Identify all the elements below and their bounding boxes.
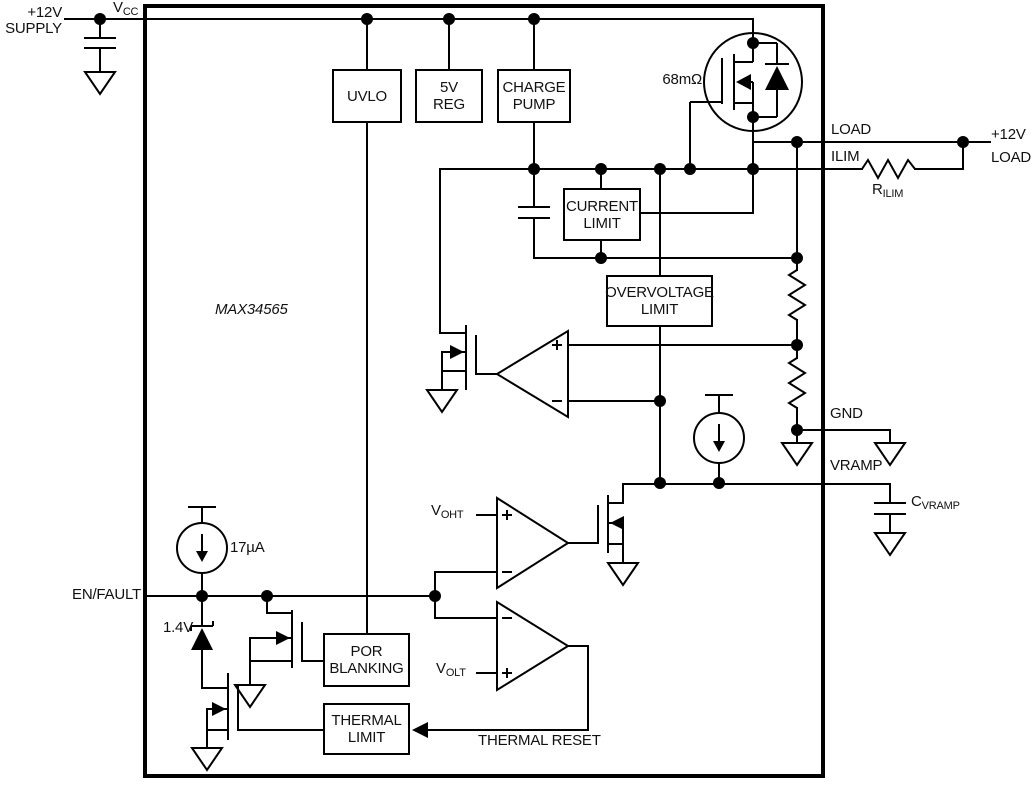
chip-outline bbox=[143, 4, 825, 778]
block-charge-pump: CHARGE PUMP bbox=[497, 69, 571, 123]
cvramp-label: CVRAMP bbox=[911, 493, 960, 513]
cvramp-capacitor bbox=[874, 502, 906, 515]
ilim-pin-label: ILIM bbox=[831, 148, 860, 165]
ground-symbol bbox=[233, 684, 267, 709]
voht-comparator bbox=[496, 496, 570, 590]
body-diode bbox=[753, 42, 789, 118]
ground-symbol bbox=[425, 389, 459, 414]
zener-voltage-label: 1.4V bbox=[162, 619, 193, 636]
plus-minus-marks bbox=[502, 510, 512, 573]
vcc-bypass-capacitor bbox=[84, 37, 116, 49]
zener-diode bbox=[190, 621, 214, 650]
volt-comparator bbox=[496, 600, 570, 692]
fet-rds-label: 68mΩ bbox=[662, 71, 702, 88]
vcc-ground-symbol bbox=[83, 71, 117, 96]
gnd-pin-ground-symbols bbox=[780, 442, 907, 467]
mosfet-body-arrow bbox=[736, 74, 751, 90]
gate-capacitor bbox=[518, 206, 550, 219]
part-number: MAX34565 bbox=[215, 301, 288, 318]
block-uvlo: UVLO bbox=[332, 69, 402, 123]
block-5v-reg: 5V REG bbox=[415, 69, 483, 123]
junction-dots bbox=[94, 13, 969, 602]
rilim-resistor bbox=[861, 157, 916, 181]
por-mosfet bbox=[233, 610, 303, 709]
external-load-label: +12V LOAD bbox=[991, 126, 1032, 166]
cvramp-sub: VRAMP bbox=[921, 500, 960, 512]
load-pin-label: LOAD bbox=[831, 121, 872, 138]
vramp-mosfet bbox=[597, 495, 640, 587]
cvramp-main: C bbox=[911, 493, 922, 510]
thermal-mosfet bbox=[190, 673, 239, 772]
thermal-reset-label: THERMAL RESET bbox=[478, 732, 601, 749]
rilim-main: R bbox=[872, 181, 883, 198]
block-overvoltage-limit: OVERVOLTAGE LIMIT bbox=[605, 275, 714, 327]
volt-sub: OLT bbox=[445, 667, 466, 679]
gnd-pin-label: GND bbox=[830, 405, 863, 422]
vcc-pin-label: VCC bbox=[113, 0, 139, 18]
voht-sub: OHT bbox=[440, 509, 464, 521]
plus-minus-marks bbox=[502, 617, 512, 678]
thermal-reset-arrow bbox=[412, 722, 428, 738]
volt-main: V bbox=[436, 660, 446, 677]
block-por-blanking: POR BLANKING bbox=[323, 633, 410, 687]
cvramp-ground-symbol bbox=[873, 532, 907, 557]
bias-current-label: 17µA bbox=[230, 539, 265, 556]
ground-symbol bbox=[606, 562, 640, 587]
plus-minus-marks bbox=[552, 340, 562, 402]
feedback-divider-resistors bbox=[787, 269, 807, 409]
supply-pin-label: +12V SUPPLY bbox=[5, 4, 62, 37]
block-thermal-limit: THERMAL LIMIT bbox=[323, 703, 410, 755]
bias-current-source bbox=[176, 506, 228, 574]
vcc-sub: CC bbox=[122, 6, 139, 18]
ground-symbol bbox=[190, 747, 224, 772]
rilim-sub: ILIM bbox=[882, 188, 904, 200]
vcc-main: V bbox=[113, 0, 123, 16]
volt-label: VOLT bbox=[436, 660, 466, 680]
block-current-limit: CURRENT LIMIT bbox=[563, 188, 641, 241]
rilim-label: RILIM bbox=[872, 181, 904, 201]
en-fault-pin-label: EN/FAULT bbox=[72, 586, 141, 603]
vramp-pin-label: VRAMP bbox=[830, 457, 883, 474]
gate-clamp-mosfet bbox=[425, 325, 477, 414]
pass-mosfet bbox=[689, 32, 803, 169]
voht-label: VOHT bbox=[431, 502, 464, 522]
ramp-current-source bbox=[693, 394, 745, 464]
voht-main: V bbox=[431, 502, 441, 519]
gate-comparator bbox=[495, 329, 569, 419]
